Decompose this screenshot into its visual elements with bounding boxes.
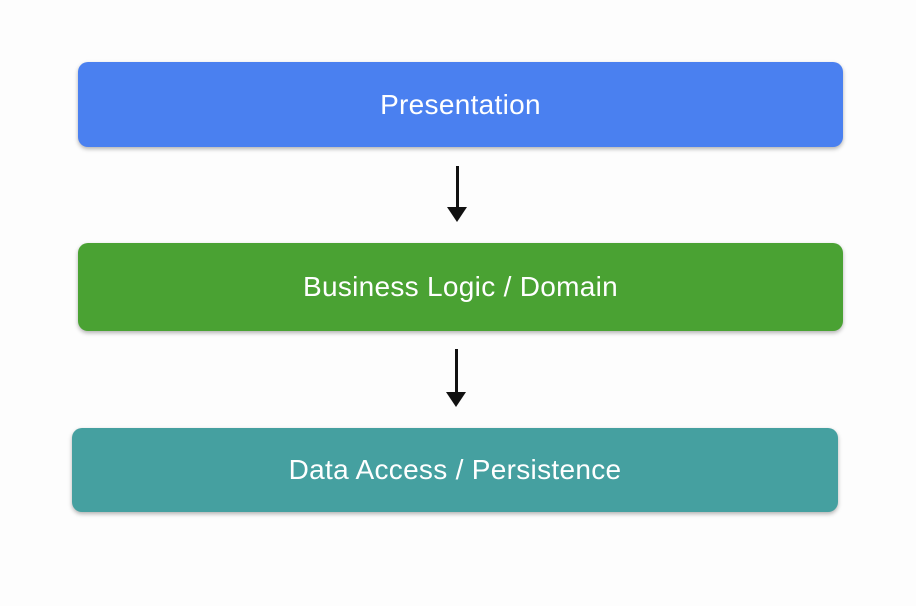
layer-label-presentation: Presentation: [380, 88, 541, 120]
layer-label-data-access: Data Access / Persistence: [288, 454, 622, 485]
layer-label-business-logic: Business Logic / Domain: [302, 271, 619, 302]
down-arrow-2: [446, 349, 466, 407]
arrow-head-icon: [447, 207, 467, 222]
layer-box-business-logic[interactable]: Business Logic / Domain: [78, 243, 843, 331]
arrow-shaft: [455, 166, 459, 207]
arrow-head-icon: [446, 392, 466, 407]
down-arrow-1: [447, 166, 467, 222]
layer-box-presentation[interactable]: Presentation: [78, 62, 843, 147]
arrow-shaft: [454, 349, 458, 392]
layer-box-data-access[interactable]: Data Access / Persistence: [72, 428, 838, 512]
